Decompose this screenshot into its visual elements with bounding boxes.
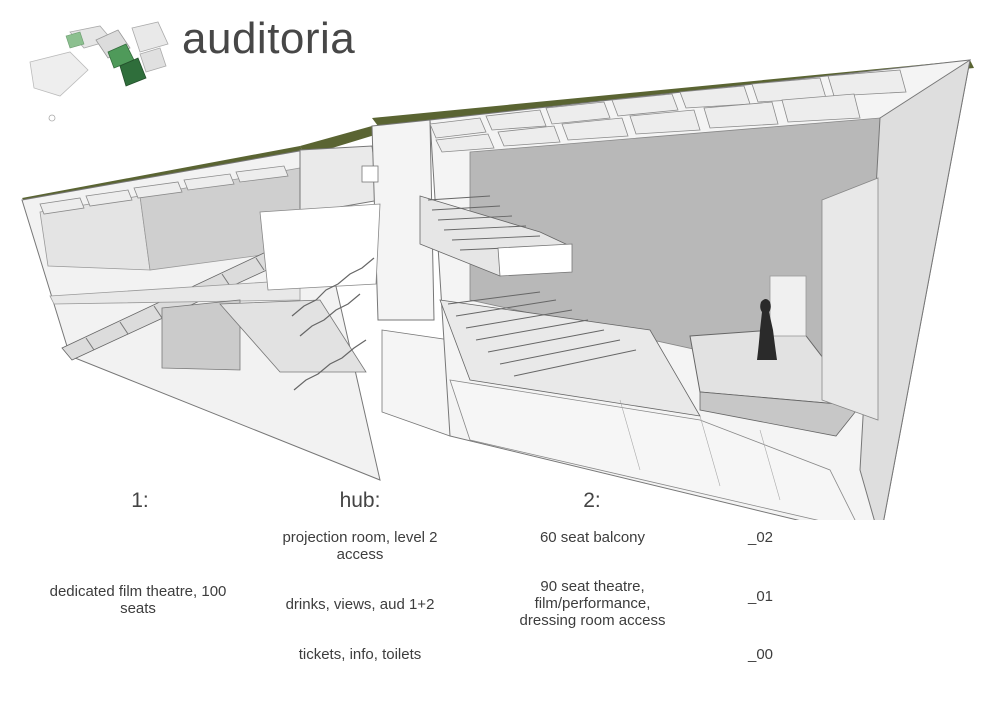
page-title: auditoria xyxy=(182,14,356,63)
column-header-auditorium-2: 2: xyxy=(583,489,601,512)
column-header-hub: hub: xyxy=(339,489,381,512)
hub-level-02-text: projection room, level 2 access xyxy=(282,529,438,563)
column-header-auditorium-1: 1: xyxy=(131,489,149,512)
auditoria-section-drawing xyxy=(21,21,974,520)
key-plan-thumbnail xyxy=(29,21,169,122)
auditorium-2-level-01-text: 90 seat theatre, film/performance, dress… xyxy=(519,578,666,629)
level-label-00: _00 xyxy=(748,646,774,663)
hub-level-00-text: tickets, info, toilets xyxy=(298,646,422,663)
auditorium-1-level-01-text: dedicated film theatre, 100 seats xyxy=(49,583,227,617)
level-label-01: _01 xyxy=(748,588,774,605)
building-section xyxy=(21,58,974,520)
level-label-02: _02 xyxy=(748,529,774,546)
auditorium-2-level-02-text: 60 seat balcony xyxy=(539,529,646,546)
hub-level-01-text: drinks, views, aud 1+2 xyxy=(285,596,435,613)
